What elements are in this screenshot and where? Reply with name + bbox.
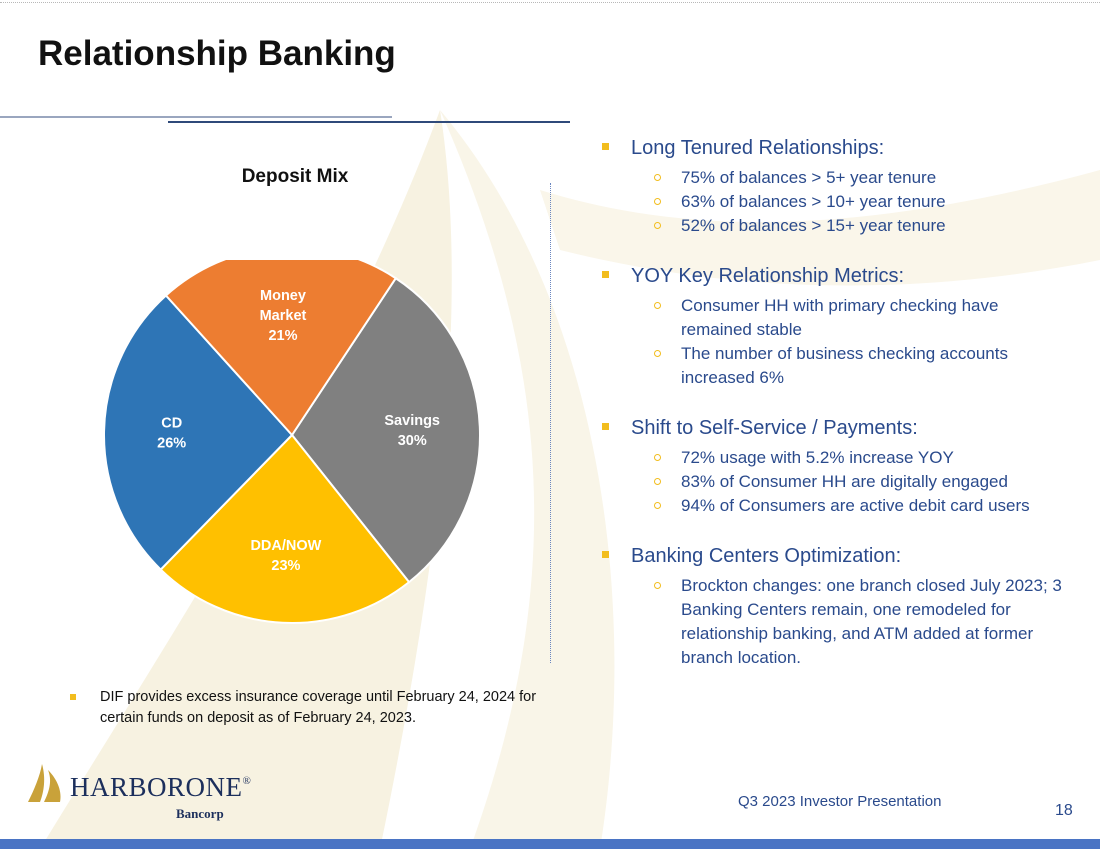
ring-bullet-icon <box>654 198 661 205</box>
sub-bullet-item: 94% of Consumers are active debit card u… <box>600 494 1070 518</box>
title-underline-accent <box>168 121 570 123</box>
harborone-logo: HARBORONE® Bancorp <box>24 762 294 822</box>
sub-bullet-text: 52% of balances > 15+ year tenure <box>681 216 946 235</box>
footer-label: Q3 2023 Investor Presentation <box>738 793 942 810</box>
pie-slice-savings <box>290 276 481 584</box>
bullet-section: Shift to Self-Service / Payments: <box>600 414 1070 442</box>
sub-bullet-item: 52% of balances > 15+ year tenure <box>600 214 1070 238</box>
ring-bullet-icon <box>654 222 661 229</box>
sub-bullet-text: 94% of Consumers are active debit card u… <box>681 496 1030 515</box>
ring-bullet-icon <box>654 174 661 181</box>
sub-bullet-list: Consumer HH with primary checking have r… <box>600 294 1070 390</box>
square-bullet-icon <box>602 271 609 278</box>
sub-bullet-item: 83% of Consumer HH are digitally engaged <box>600 470 1070 494</box>
footnote: DIF provides excess insurance coverage u… <box>70 687 560 729</box>
ring-bullet-icon <box>654 302 661 309</box>
ring-bullet-icon <box>654 350 661 357</box>
sub-bullet-item: The number of business checking accounts… <box>600 342 1070 390</box>
title-underline <box>0 116 392 118</box>
pie-slice-cd <box>103 294 294 571</box>
sub-bullet-item: 63% of balances > 10+ year tenure <box>600 190 1070 214</box>
square-bullet-icon <box>602 143 609 150</box>
logo-wordmark: HARBORONE® <box>70 772 252 802</box>
square-bullet-icon <box>602 423 609 430</box>
sub-bullet-list: 75% of balances > 5+ year tenure 63% of b… <box>600 166 1070 238</box>
ring-bullet-icon <box>654 454 661 461</box>
column-divider <box>550 183 551 663</box>
chart-title: Deposit Mix <box>241 166 349 187</box>
sub-bullet-text: 72% usage with 5.2% increase YOY <box>681 448 954 467</box>
sub-bullet-text: Consumer HH with primary checking have r… <box>681 296 999 339</box>
ring-bullet-icon <box>654 478 661 485</box>
bullet-heading: Long Tenured Relationships: <box>631 137 885 159</box>
bullet-heading: Shift to Self-Service / Payments: <box>631 417 918 439</box>
bottom-bar <box>0 839 1100 849</box>
pie-slice-dda-now <box>159 433 411 624</box>
bullet-heading: Banking Centers Optimization: <box>631 545 902 567</box>
sub-bullet-item: 72% usage with 5.2% increase YOY <box>600 446 1070 470</box>
sub-bullet-text: 75% of balances > 5+ year tenure <box>681 168 937 187</box>
page-number: 18 <box>1055 802 1073 819</box>
sub-bullet-text: Brockton changes: one branch closed July… <box>681 576 1062 667</box>
sub-bullet-text: 63% of balances > 10+ year tenure <box>681 192 946 211</box>
bullet-section: YOY Key Relationship Metrics: <box>600 262 1070 290</box>
sub-bullet-item: Consumer HH with primary checking have r… <box>600 294 1070 342</box>
bullet-section: Banking Centers Optimization: <box>600 542 1070 570</box>
sub-bullet-item: Brockton changes: one branch closed July… <box>600 574 1070 670</box>
sail-logo-icon <box>28 764 61 802</box>
pie-slice-money-market <box>164 260 398 437</box>
sub-bullet-text: 83% of Consumer HH are digitally engaged <box>681 472 1008 491</box>
square-bullet-icon <box>602 551 609 558</box>
bullet-list: Long Tenured Relationships: 75% of balanc… <box>600 134 1070 670</box>
bullet-heading: YOY Key Relationship Metrics: <box>631 265 905 287</box>
top-dotted-border <box>0 2 1100 3</box>
sub-bullet-list: Brockton changes: one branch closed July… <box>600 574 1070 670</box>
sub-bullet-item: 75% of balances > 5+ year tenure <box>600 166 1070 190</box>
sub-bullet-text: The number of business checking accounts… <box>681 344 1008 387</box>
ring-bullet-icon <box>654 582 661 589</box>
slide-title: Relationship Banking <box>38 34 396 73</box>
square-bullet-icon <box>70 694 76 700</box>
bullet-section: Long Tenured Relationships: <box>600 134 1070 162</box>
logo-subtitle: Bancorp <box>176 806 224 821</box>
footnote-text: DIF provides excess insurance coverage u… <box>100 689 537 726</box>
ring-bullet-icon <box>654 502 661 509</box>
sub-bullet-list: 72% usage with 5.2% increase YOY 83% of C… <box>600 446 1070 518</box>
